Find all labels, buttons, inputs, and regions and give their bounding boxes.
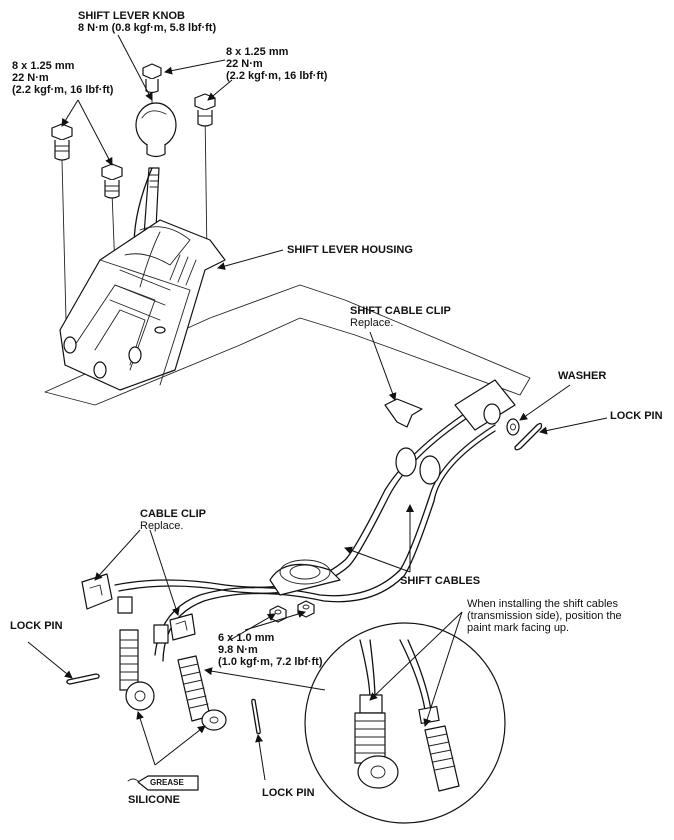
detail-circle (304, 622, 506, 824)
shift-cables-title: SHIFT CABLES (400, 575, 481, 587)
bolt-right (194, 93, 216, 127)
washer-label: WASHER (558, 370, 606, 382)
silicone-title: SILICONE (128, 794, 180, 806)
lock-pin-right-title: LOCK PIN (610, 410, 663, 422)
bolt-right-torque: 22 N·m (226, 58, 263, 70)
cable-clip-title: CABLE CLIP (140, 508, 206, 520)
bolt-right-alt: (2.2 kgf·m, 16 lbf·ft) (226, 70, 328, 82)
shift-cable-clip-note: Replace. (350, 317, 394, 329)
cable-clip-note: Replace. (140, 520, 184, 532)
cable-clip-left (81, 573, 113, 610)
nut-right (297, 600, 315, 618)
cable-end-center (153, 624, 227, 731)
shift-lever-housing-title: SHIFT LEVER HOUSING (287, 244, 413, 256)
nut-torque: 9.8 N·m (218, 644, 258, 656)
install-note-line-3: paint mark facing up. (467, 622, 570, 634)
cable-clip-label: CABLE CLIP Replace. (140, 508, 206, 532)
lock-pin-bottom-label: LOCK PIN (262, 787, 315, 799)
washer-title: WASHER (558, 370, 607, 382)
shift-lever-knob-title: SHIFT LEVER KNOB (78, 10, 185, 22)
grease-tube (127, 775, 199, 791)
shift-cable-clip-title: SHIFT CABLE CLIP (350, 305, 451, 317)
nut-alt: (1.0 kgf·m, 7.2 lbf·ft) (218, 656, 323, 668)
leader-lines (27, 34, 608, 781)
bolt-left-upper (51, 123, 73, 161)
lock-pin-bottom-title: LOCK PIN (262, 787, 315, 799)
shift-cables-label: SHIFT CABLES (400, 575, 480, 587)
cable-clip-center (169, 613, 196, 641)
bolt-left-lower (101, 163, 123, 199)
bolt-right-label: 8 x 1.25 mm 22 N·m (2.2 kgf·m, 16 lbf·ft… (226, 46, 327, 82)
shift-lever-housing (59, 219, 226, 391)
floor-outline (44, 284, 531, 406)
shift-lever-housing-label: SHIFT LEVER HOUSING (287, 244, 413, 256)
washer (506, 418, 520, 436)
bolt-left-size: 8 x 1.25 mm (12, 60, 75, 72)
bolt-right-size: 8 x 1.25 mm (226, 46, 289, 58)
install-note-line-1: When installing the shift cables (467, 598, 619, 610)
install-note-line-2: (transmission side), position the (467, 610, 622, 622)
cable-end-left (117, 596, 155, 711)
knob-bolt (142, 63, 162, 94)
lock-pin-left-title: LOCK PIN (10, 620, 63, 632)
shift-cable-clip (384, 398, 423, 428)
silicone-label: SILICONE (128, 794, 180, 806)
shift-cable-clip-label: SHIFT CABLE CLIP Replace. (350, 305, 451, 329)
lock-pin-bottom (251, 698, 261, 735)
shift-lever-knob-torque: 8 N·m (0.8 kgf·m, 5.8 lbf·ft) (78, 22, 217, 34)
lock-pin-right-label: LOCK PIN (610, 410, 663, 422)
bolt-left-alt: (2.2 kgf·m, 16 lbf·ft) (12, 84, 114, 96)
bolt-left-torque: 22 N·m (12, 72, 49, 84)
shift-cables (114, 379, 516, 662)
bolt-left-label: 8 x 1.25 mm 22 N·m (2.2 kgf·m, 16 lbf·ft… (12, 60, 113, 96)
grease-text: GREASE (150, 778, 184, 787)
shift-lever-knob-label: SHIFT LEVER KNOB 8 N·m (0.8 kgf·m, 5.8 l… (78, 10, 216, 34)
grease-label: GREASE (150, 778, 184, 787)
shift-lever-knob (135, 102, 177, 158)
lock-pin-left-label: LOCK PIN (10, 620, 63, 632)
nut-label: 6 x 1.0 mm 9.8 N·m (1.0 kgf·m, 7.2 lbf·f… (218, 632, 323, 668)
nut-size: 6 x 1.0 mm (218, 632, 275, 644)
lock-pin-left (66, 673, 100, 685)
install-note: When installing the shift cables (transm… (467, 598, 622, 634)
